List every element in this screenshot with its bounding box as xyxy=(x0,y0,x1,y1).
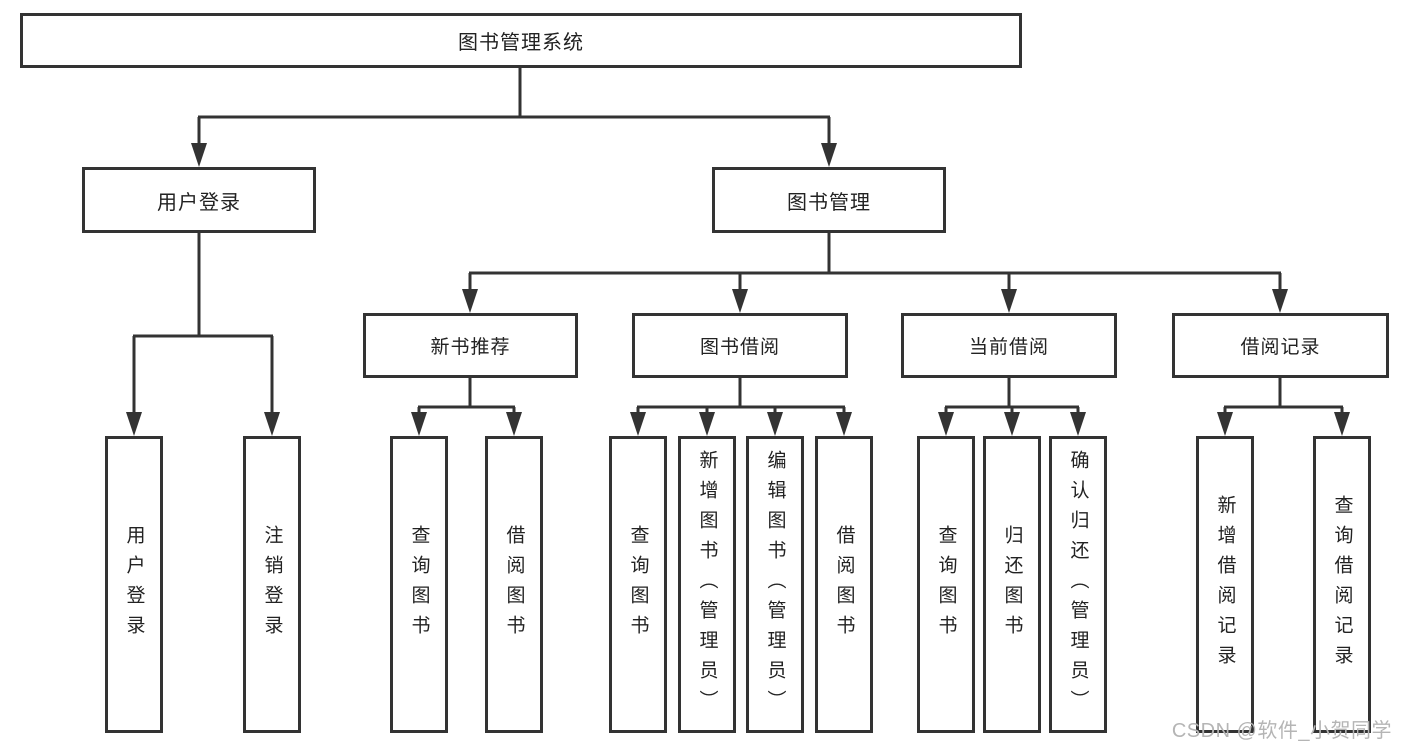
leaf-confirm-return-admin: 确认归还（管理员） xyxy=(1049,436,1107,733)
node-current-borrowing-label: 当前借阅 xyxy=(968,337,1049,358)
node-book-borrowing-label: 图书借阅 xyxy=(699,337,780,358)
arrowheads-level3 xyxy=(462,289,1288,313)
node-user-login: 用户登录 xyxy=(82,167,316,233)
leaf-label: 借阅图书 xyxy=(503,524,525,645)
node-book-management: 图书管理 xyxy=(712,167,946,233)
connector-user-login-branch xyxy=(132,233,274,418)
leaf-query-borrow-record: 查询借阅记录 xyxy=(1313,436,1371,733)
node-borrowing-records-label: 借阅记录 xyxy=(1240,337,1321,358)
leaf-label: 用户登录 xyxy=(123,524,145,645)
connector-book-borrowing-branch xyxy=(636,378,846,416)
node-borrowing-records: 借阅记录 xyxy=(1172,313,1389,378)
node-new-book-recommend-label: 新书推荐 xyxy=(430,337,511,358)
leaf-edit-books-admin: 编辑图书（管理员） xyxy=(746,436,804,733)
leaf-return-books: 归还图书 xyxy=(983,436,1041,733)
node-current-borrowing: 当前借阅 xyxy=(901,313,1117,378)
leaf-label: 借阅图书 xyxy=(833,524,855,645)
connector-borrowing-records-branch xyxy=(1223,378,1344,416)
leaf-label: 注销登录 xyxy=(261,524,283,645)
connector-book-management-branch xyxy=(468,233,1282,295)
node-root-label: 图书管理系统 xyxy=(458,32,584,54)
leaf-label: 新增借阅记录 xyxy=(1214,494,1236,675)
leaf-borrow-books-1: 借阅图书 xyxy=(485,436,543,733)
leaf-query-books-2: 查询图书 xyxy=(609,436,667,733)
arrowheads-user-leaves xyxy=(126,412,280,436)
leaf-label: 查询图书 xyxy=(408,524,430,645)
node-user-login-label: 用户登录 xyxy=(157,191,241,214)
leaf-borrow-books-2: 借阅图书 xyxy=(815,436,873,733)
leaf-label: 确认归还（管理员） xyxy=(1067,449,1089,720)
leaf-label: 查询图书 xyxy=(627,524,649,645)
leaf-logout: 注销登录 xyxy=(243,436,301,733)
node-book-borrowing: 图书借阅 xyxy=(632,313,848,378)
connector-root-to-level2 xyxy=(197,68,831,150)
leaf-query-books-3: 查询图书 xyxy=(917,436,975,733)
leaf-add-books-admin: 新增图书（管理员） xyxy=(678,436,736,733)
node-new-book-recommend: 新书推荐 xyxy=(363,313,578,378)
leaf-label: 查询借阅记录 xyxy=(1331,494,1353,675)
leaf-query-books-1: 查询图书 xyxy=(390,436,448,733)
connector-current-borrowing-branch xyxy=(944,378,1080,416)
leaf-label: 归还图书 xyxy=(1001,524,1023,645)
node-root: 图书管理系统 xyxy=(20,13,1022,68)
node-book-management-label: 图书管理 xyxy=(787,191,871,214)
leaf-user-login: 用户登录 xyxy=(105,436,163,733)
connector-new-book-branch xyxy=(417,378,516,416)
leaf-label: 新增图书（管理员） xyxy=(696,449,718,720)
leaf-label: 查询图书 xyxy=(935,524,957,645)
leaf-label: 编辑图书（管理员） xyxy=(764,449,786,720)
arrowheads-level2 xyxy=(191,143,837,167)
csdn-watermark: CSDN @软件_小贺同学 xyxy=(1171,720,1392,742)
arrowheads-leaves xyxy=(411,412,1350,436)
leaf-add-borrow-record: 新增借阅记录 xyxy=(1196,436,1254,733)
